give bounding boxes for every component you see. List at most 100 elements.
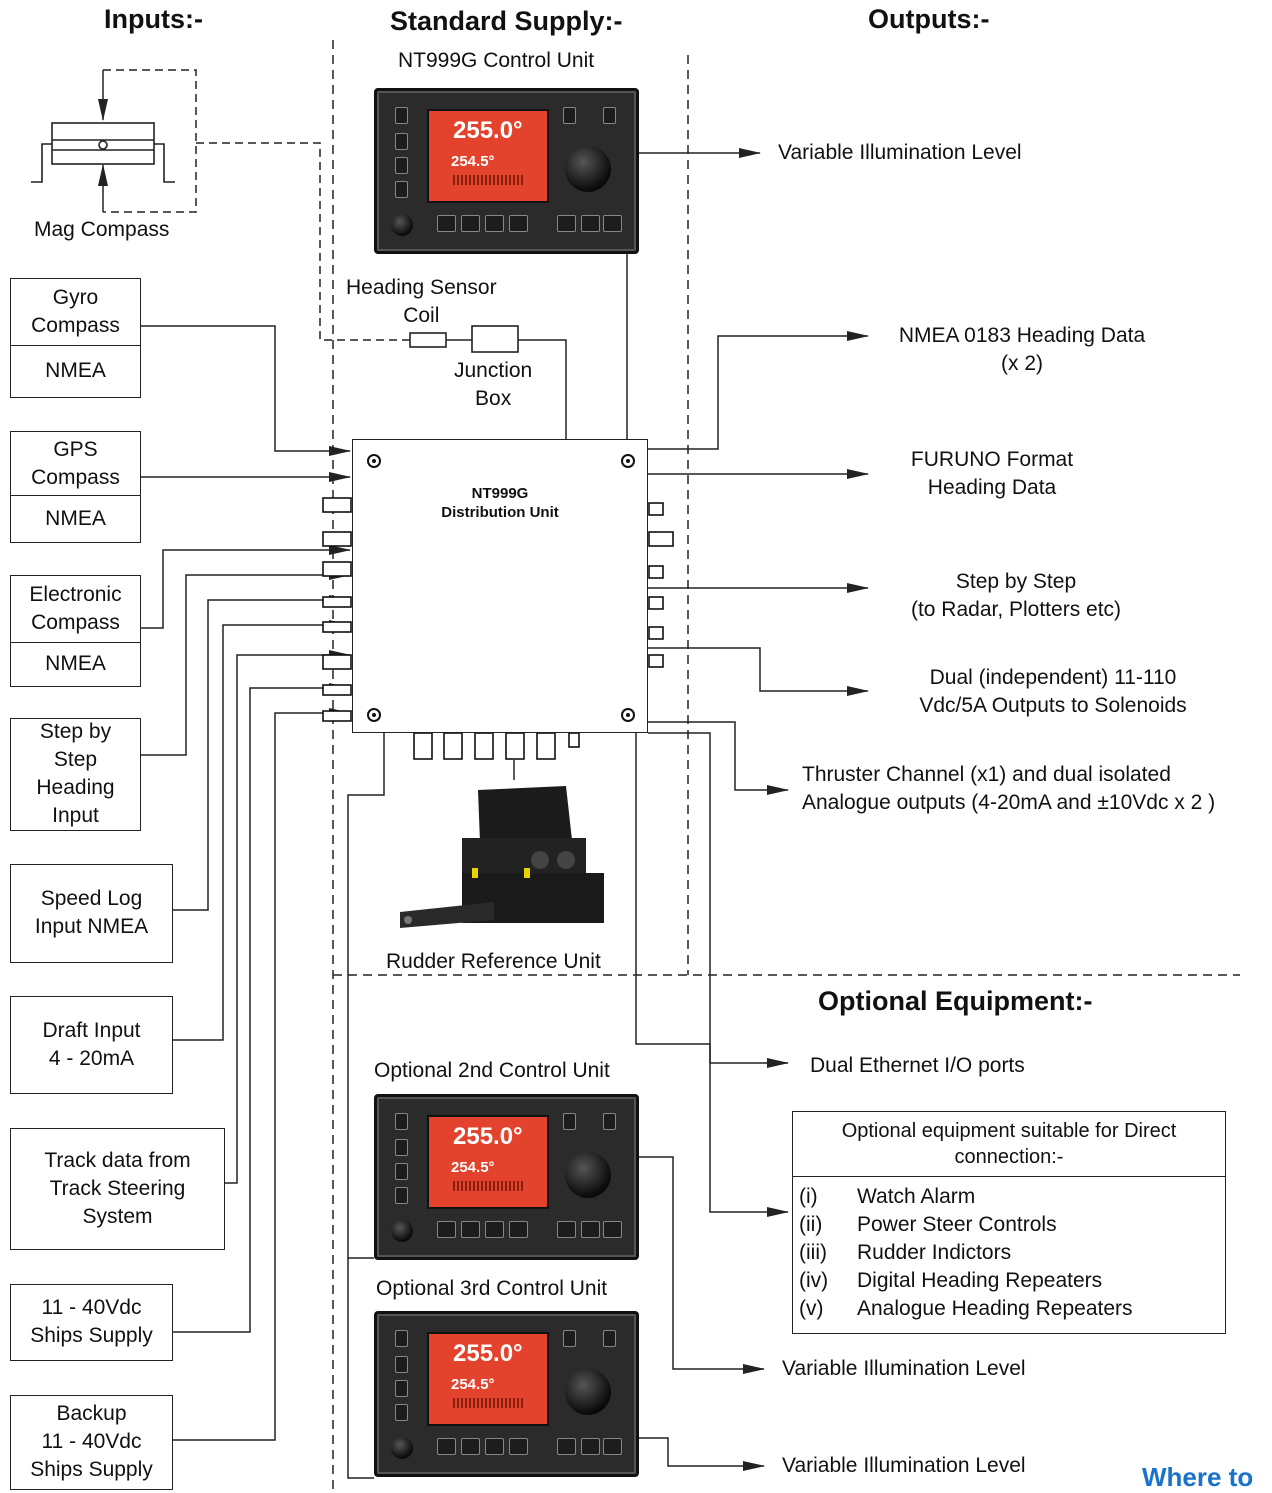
draft-input-label: Draft Input 4 - 20mA	[42, 1018, 141, 1070]
direct-item-number: (i)	[799, 1185, 818, 1208]
speed-log-label: Speed Log Input NMEA	[34, 887, 149, 938]
direct-item-label: Analogue Heading Repeaters	[857, 1297, 1133, 1320]
nmea-heading-output-label: NMEA 0183 Heading Data (x 2)	[898, 324, 1146, 375]
junction-box-icon	[471, 325, 519, 353]
direct-item-number: (iv)	[799, 1269, 829, 1292]
control-unit-title: NT999G Control Unit	[398, 49, 595, 72]
third-cu-set-course: 254.5°	[451, 1376, 495, 1393]
coil-icon	[409, 332, 447, 348]
third-control-unit-title: Optional 3rd Control Unit	[376, 1277, 608, 1300]
wire-illum2	[636, 1156, 765, 1374]
control-unit-lcd: 255.0° 254.5°	[427, 109, 549, 203]
step-heading-input-box: Step by Step Heading Input	[10, 718, 141, 831]
wire-solenoid	[648, 647, 869, 696]
distribution-unit: NT999G Distribution Unit	[352, 439, 648, 733]
illumination-output-label: Variable Illumination Level	[778, 141, 1022, 164]
nt999g-control-unit: 255.0° 254.5°	[374, 88, 639, 254]
lcd-set-course: 254.5°	[451, 153, 495, 170]
gyro-nmea-label: NMEA	[45, 359, 106, 382]
illumination-2-label: Variable Illumination Level	[782, 1357, 1026, 1380]
direct-item-label: Rudder Indictors	[857, 1241, 1012, 1264]
dimmer-knob-icon	[391, 214, 413, 236]
screw-icon	[367, 454, 381, 468]
dimmer-knob-icon	[391, 1437, 413, 1459]
mag-compass-loop	[103, 69, 197, 213]
wire-nmea-out	[648, 331, 869, 450]
direct-item-label: Digital Heading Repeaters	[857, 1269, 1103, 1292]
heading-sensor-coil-label: Heading Sensor Coil	[346, 276, 497, 327]
backup-supply-label: Backup 11 - 40Vdc Ships Supply	[30, 1402, 153, 1481]
direct-item-number: (v)	[799, 1297, 824, 1320]
wire-gyro	[140, 325, 351, 456]
mag-compass-icon	[31, 122, 175, 183]
third-control-unit: 255.0° 254.5°	[374, 1311, 639, 1477]
wire-draft	[172, 620, 351, 1041]
course-knob-icon	[565, 146, 611, 192]
inputs-header: Inputs:-	[104, 4, 203, 34]
gyro-compass-label: Gyro Compass	[11, 279, 140, 346]
wire-ethernet	[648, 732, 789, 1068]
direct-connection-list: (i) Watch Alarm (ii) Power Steer Controls (i…	[793, 1177, 1225, 1327]
watermark-label: Where to	[1142, 1462, 1254, 1492]
rudder-reference-unit-label: Rudder Reference Unit	[386, 950, 601, 973]
electronic-compass-label: Electronic Compass	[11, 576, 140, 643]
second-control-unit-title: Optional 2nd Control Unit	[374, 1059, 610, 1082]
thruster-output-label: Thruster Channel (x1) and dual isolated …	[802, 763, 1216, 814]
mag-compass-label: Mag Compass	[34, 218, 170, 241]
direct-item-number: (ii)	[799, 1213, 823, 1236]
wire-speedlog	[172, 595, 351, 911]
wire-backup	[172, 708, 351, 1441]
ethernet-output-label: Dual Ethernet I/O ports	[810, 1054, 1025, 1077]
wire-thruster	[648, 721, 789, 795]
second-cu-heading: 255.0°	[453, 1123, 523, 1150]
gyro-compass-box: Gyro Compass NMEA	[10, 278, 141, 398]
wire-supply	[172, 683, 351, 1333]
screw-icon	[621, 454, 635, 468]
wire-track	[224, 650, 351, 1184]
lcd-heading: 255.0°	[453, 117, 523, 144]
second-control-unit: 255.0° 254.5°	[374, 1094, 639, 1260]
ships-supply-label: 11 - 40Vdc Ships Supply	[30, 1296, 153, 1347]
step-heading-input-label: Step by Step Heading Input	[36, 720, 115, 827]
wire-step	[140, 570, 351, 756]
gps-compass-label: GPS Compass	[11, 432, 140, 496]
speed-log-box: Speed Log Input NMEA	[10, 864, 173, 963]
optional-equipment-header: Optional Equipment:-	[818, 986, 1093, 1016]
step-by-step-output-label: Step by Step (to Radar, Plotters etc)	[910, 570, 1122, 621]
rudder-reference-unit-icon	[400, 786, 604, 928]
wire-optional-direct	[635, 733, 789, 1217]
junction-box-label: Junction Box	[454, 359, 533, 410]
outputs-header: Outputs:-	[868, 4, 990, 34]
direct-connection-box: Optional equipment suitable for Direct c…	[792, 1111, 1226, 1334]
direct-item-number: (iii)	[799, 1241, 827, 1264]
wire-cu2	[347, 733, 385, 1259]
second-cu-set-course: 254.5°	[451, 1159, 495, 1176]
wire-illum3	[636, 1437, 765, 1471]
dual-solenoid-output-label: Dual (independent) 11-110 Vdc/5A Outputs…	[919, 666, 1187, 717]
electronic-compass-box: Electronic Compass NMEA	[10, 575, 141, 687]
gps-nmea-label: NMEA	[45, 506, 106, 530]
third-cu-lcd: 255.0° 254.5°	[427, 1332, 549, 1426]
gps-compass-box: GPS Compass NMEA	[10, 431, 141, 543]
distribution-unit-label: NT999G Distribution Unit	[441, 485, 559, 521]
direct-item-label: Power Steer Controls	[857, 1213, 1057, 1236]
draft-input-box: Draft Input 4 - 20mA	[10, 996, 173, 1094]
course-knob-icon	[565, 1152, 611, 1198]
standard-supply-header: Standard Supply:-	[390, 6, 623, 36]
backup-supply-box: Backup 11 - 40Vdc Ships Supply	[10, 1395, 173, 1490]
wire-electronic	[140, 545, 351, 629]
screw-icon	[367, 708, 381, 722]
second-cu-lcd: 255.0° 254.5°	[427, 1115, 549, 1209]
track-data-label: Track data from Track Steering System	[44, 1148, 191, 1228]
screw-icon	[621, 708, 635, 722]
third-cu-heading: 255.0°	[453, 1340, 523, 1367]
direct-item-label: Watch Alarm	[857, 1185, 976, 1208]
furuno-output-label: FURUNO Format Heading Data	[910, 448, 1074, 499]
dimmer-knob-icon	[391, 1220, 413, 1242]
ships-supply-box: 11 - 40Vdc Ships Supply	[10, 1284, 173, 1361]
mag-to-coil	[196, 142, 410, 341]
track-data-box: Track data from Track Steering System	[10, 1128, 225, 1250]
course-knob-icon	[565, 1369, 611, 1415]
connector-icons	[322, 497, 674, 760]
